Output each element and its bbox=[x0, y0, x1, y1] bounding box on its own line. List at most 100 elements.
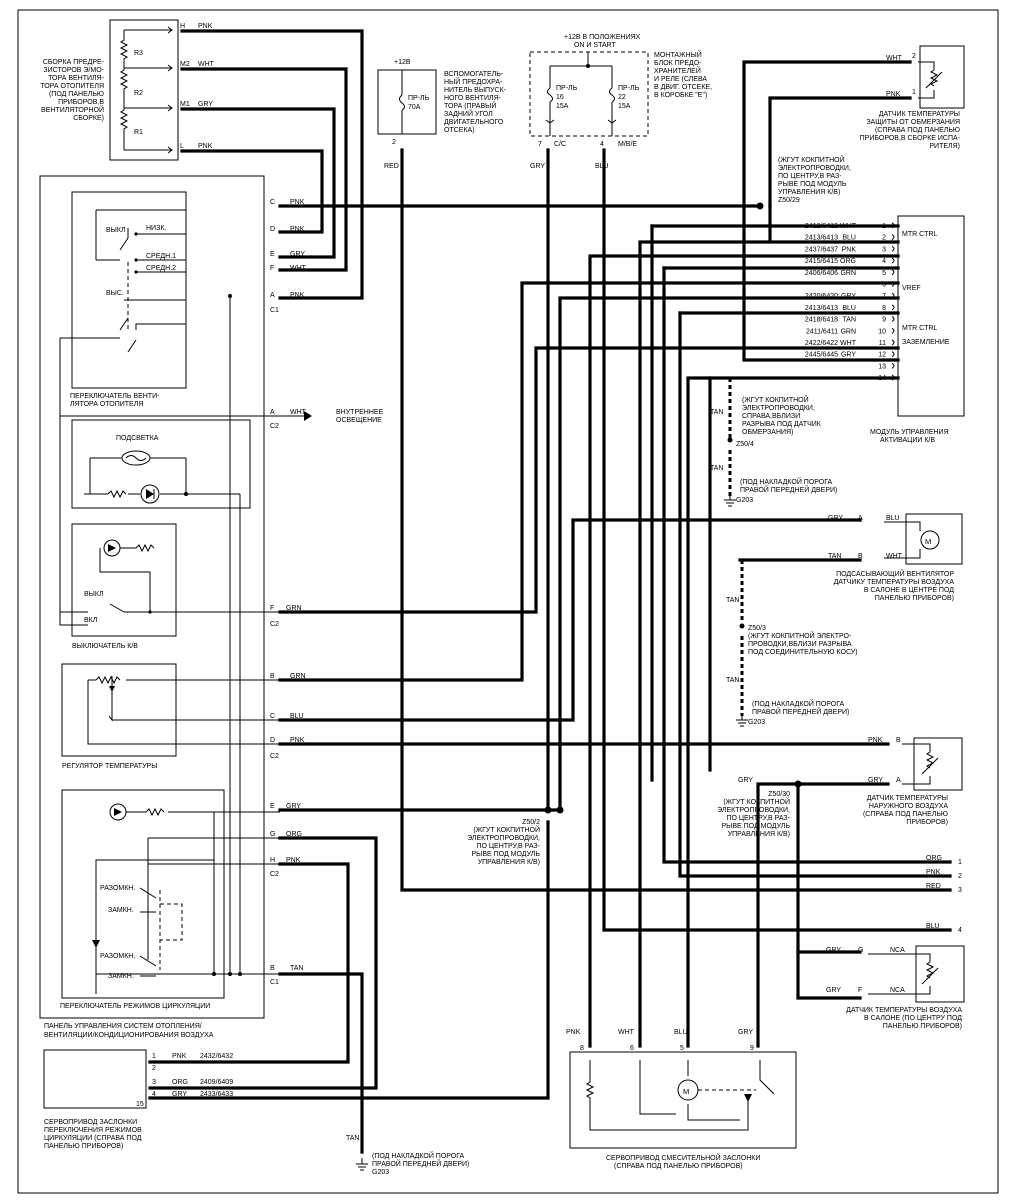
svg-text:MTR CTRL: MTR CTRL bbox=[902, 325, 937, 332]
svg-text:ОСВЕЩЕНИЕ: ОСВЕЩЕНИЕ bbox=[336, 417, 382, 424]
svg-text:C1: C1 bbox=[270, 979, 279, 986]
svg-text:BLU: BLU bbox=[926, 923, 940, 930]
splice-z50-2-label: Z50/2 (ЖГУТ КОКПИТНОЙ ЭЛЕКТРОПРОВОДКИ, П… bbox=[467, 819, 541, 866]
svg-text:СЕРВОПРИВОД СМЕСИТЕЛЬНОЙ ЗАСЛО: СЕРВОПРИВОД СМЕСИТЕЛЬНОЙ ЗАСЛОНКИ bbox=[606, 1153, 760, 1162]
ac-module-row-7-pin-mark bbox=[891, 292, 895, 299]
ac-module-row-5-pin: 5 bbox=[882, 270, 886, 277]
svg-text:GRY: GRY bbox=[826, 947, 841, 954]
ac-module-row-7-wire: GRY bbox=[841, 293, 856, 300]
svg-text:РАЗРЫВА ПОД ДАТЧИК: РАЗРЫВА ПОД ДАТЧИК bbox=[742, 421, 822, 428]
svg-text:ЗАМКН.: ЗАМКН. bbox=[108, 907, 134, 914]
svg-text:PNK: PNK bbox=[886, 91, 901, 98]
svg-text:НИТЕЛЬ ВЫПУСК-: НИТЕЛЬ ВЫПУСК- bbox=[444, 87, 507, 94]
svg-text:B: B bbox=[896, 737, 901, 744]
svg-text:GRY: GRY bbox=[172, 1091, 187, 1098]
svg-text:GRY: GRY bbox=[828, 515, 843, 522]
svg-text:ЗАДНИЙ УГОЛ: ЗАДНИЙ УГОЛ bbox=[444, 109, 493, 118]
fuse-block-title: МОНТАЖНЫЙ БЛОК ПРЕДО- ХРАНИТЕЛЕЙ И РЕЛЕ … bbox=[654, 50, 712, 99]
svg-text:ПО ЦЕНТРУ,В РАЗ-: ПО ЦЕНТРУ,В РАЗ- bbox=[476, 843, 540, 850]
svg-text:D: D bbox=[270, 226, 275, 233]
relay-title: ВСПОМОГАТЕЛЬ- НЫЙ ПРЕДОХРА- НИТЕЛЬ ВЫПУС… bbox=[444, 71, 507, 134]
svg-text:G203: G203 bbox=[748, 719, 765, 726]
svg-text:BLU: BLU bbox=[674, 1029, 688, 1036]
ac-module-row-9-wire: TAN bbox=[843, 317, 856, 324]
ac-switch: ВЫКЛ ВКЛ ВЫКЛЮЧАТЕЛЬ К/В F GRN C2 bbox=[59, 338, 302, 650]
svg-text:ВЫС.: ВЫС. bbox=[106, 290, 124, 297]
svg-text:РЕГУЛЯТОР ТЕМПЕРАТУРЫ: РЕГУЛЯТОР ТЕМПЕРАТУРЫ bbox=[62, 763, 157, 770]
svg-text:NCA: NCA bbox=[890, 987, 905, 994]
ac-module-row-1-circuit: 2412/6412 bbox=[805, 223, 838, 230]
svg-text:ХРАНИТЕЛЕЙ: ХРАНИТЕЛЕЙ bbox=[654, 66, 701, 75]
ac-module-row-3-pin-mark bbox=[891, 245, 895, 252]
svg-text:ТОРА ОТОПИТЕЛЯ: ТОРА ОТОПИТЕЛЯ bbox=[40, 83, 104, 90]
outside-air-temp-sensor: PNK GRY B A ДАТЧИК ТЕМПЕРАТУРЫ НАРУЖНОГО… bbox=[863, 737, 963, 826]
svg-text:ВЕНТИЛЯТОРНОЙ: ВЕНТИЛЯТОРНОЙ bbox=[41, 105, 104, 114]
svg-text:GRY: GRY bbox=[868, 777, 883, 784]
svg-text:ЭЛЕКТРОПРОВОДКИ,: ЭЛЕКТРОПРОВОДКИ, bbox=[717, 807, 790, 814]
svg-text:(ПОД НАКЛАДКОЙ ПОРОГА: (ПОД НАКЛАДКОЙ ПОРОГА bbox=[752, 699, 845, 708]
svg-text:2432/6432: 2432/6432 bbox=[200, 1053, 233, 1060]
svg-text:GRY: GRY bbox=[826, 987, 841, 994]
ac-module-row-5-wire: GRN bbox=[840, 270, 856, 277]
resistor-wire-h: PNK bbox=[198, 23, 213, 30]
svg-text:NCA: NCA bbox=[890, 947, 905, 954]
svg-text:УПРАВЛЕНИЯ К/В): УПРАВЛЕНИЯ К/В) bbox=[778, 189, 840, 196]
resistor-wire-m2: WHT bbox=[198, 61, 215, 68]
svg-text:АКТИВАЦИИ К/В: АКТИВАЦИИ К/В bbox=[880, 437, 935, 444]
svg-text:VREF: VREF bbox=[902, 285, 921, 292]
svg-text:ВЕНТИЛЯЦИИ/КОНДИЦИОНИРОВАНИЯ В: ВЕНТИЛЯЦИИ/КОНДИЦИОНИРОВАНИЯ ВОЗДУХА bbox=[44, 1032, 214, 1039]
svg-text:ПАНЕЛЬЮ ПРИБОРОВ): ПАНЕЛЬЮ ПРИБОРОВ) bbox=[44, 1143, 123, 1150]
svg-text:ПЕРЕКЛЮЧАТЕЛЬ РЕЖИМОВ ЦИРКУЛЯЦ: ПЕРЕКЛЮЧАТЕЛЬ РЕЖИМОВ ЦИРКУЛЯЦИИ bbox=[60, 1003, 210, 1010]
ac-module-row-4-wire: ORG bbox=[840, 258, 856, 265]
evaporator-temp-sensor: WHT PNK 2 1 ДАТЧИК ТЕМПЕРАТУРЫ ЗАЩИТЫ ОТ… bbox=[860, 45, 965, 150]
ac-control-module: MTR CTRL VREF MTR CTRL ЗАЗЕМЛЕНИЕ МОДУЛЬ… bbox=[805, 215, 965, 444]
svg-text:2409/6409: 2409/6409 bbox=[200, 1079, 233, 1086]
svg-text:PNK: PNK bbox=[926, 869, 941, 876]
svg-text:C: C bbox=[270, 199, 275, 206]
svg-text:ТОРА ВЕНТИЛЯ-: ТОРА ВЕНТИЛЯ- bbox=[48, 75, 105, 82]
svg-text:A: A bbox=[858, 515, 863, 522]
ac-module-row-2-circuit: 2413/6413 bbox=[805, 235, 838, 242]
splice-dot-z50-2b bbox=[556, 806, 564, 814]
svg-text:ПО ЦЕНТРУ,В РАЗ-: ПО ЦЕНТРУ,В РАЗ- bbox=[726, 815, 790, 822]
svg-text:PNK: PNK bbox=[286, 857, 301, 864]
splice-z50-29-label: (ЖГУТ КОКПИТНОЙ ЭЛЕКТРОПРОВОДКИ, ПО ЦЕНТ… bbox=[778, 155, 851, 204]
ground-g203-main: TAN (ПОД НАКЛАДКОЙ ПОРОГА ПРАВОЙ ПЕРЕДНЕ… bbox=[346, 1135, 469, 1176]
ac-module-row-9-circuit: 2418/6418 bbox=[805, 317, 838, 324]
relay-pin: 2 bbox=[392, 139, 396, 146]
hvac-control-panel: ПАНЕЛЬ УПРАВЛЕНИЯ СИСТЕМ ОТОПЛЕНИЯ/ ВЕНТ… bbox=[39, 175, 384, 1039]
svg-text:ВЫКЛЮЧАТЕЛЬ К/В: ВЫКЛЮЧАТЕЛЬ К/В bbox=[72, 643, 138, 650]
svg-text:5: 5 bbox=[680, 1045, 684, 1052]
svg-text:СРЕДН.1: СРЕДН.1 bbox=[146, 253, 176, 260]
svg-text:БЛОК ПРЕДО-: БЛОК ПРЕДО- bbox=[654, 60, 702, 67]
blower-switch: ВЫКЛ НИЗК. СРЕДН.1 СРЕДН.2 ВЫС. ПЕРЕКЛЮЧ… bbox=[60, 191, 187, 408]
svg-text:ПР-ЛЬ: ПР-ЛЬ bbox=[556, 85, 578, 92]
svg-text:TAN: TAN bbox=[290, 965, 303, 972]
svg-text:C2: C2 bbox=[270, 871, 279, 878]
svg-text:ПОДСВЕТКА: ПОДСВЕТКА bbox=[116, 435, 159, 442]
ac-module-row-10-pin: 10 bbox=[878, 328, 886, 335]
svg-text:G: G bbox=[858, 947, 863, 954]
svg-text:(СПРАВА ПОД ПАНЕЛЬЮ: (СПРАВА ПОД ПАНЕЛЬЮ bbox=[863, 811, 948, 818]
svg-text:TAN: TAN bbox=[726, 677, 739, 684]
ac-module-row-5-circuit: 2406/6406 bbox=[805, 270, 838, 277]
svg-text:15: 15 bbox=[136, 1101, 144, 1108]
ac-module-row-9-pin-mark bbox=[891, 316, 895, 322]
relay-fuse-label: ПР-ЛЬ bbox=[408, 95, 430, 102]
svg-text:ПОД СОЕДИНИТЕЛЬНУЮ КОСУ): ПОД СОЕДИНИТЕЛЬНУЮ КОСУ) bbox=[748, 649, 858, 656]
svg-text:2: 2 bbox=[958, 873, 962, 880]
svg-text:В САЛОНЕ (ПО ЦЕНТРУ ПОД: В САЛОНЕ (ПО ЦЕНТРУ ПОД bbox=[864, 1015, 962, 1022]
svg-text:TAN: TAN bbox=[710, 409, 723, 416]
ac-module-row-13-pin-mark bbox=[891, 362, 895, 369]
svg-text:СБОРКЕ): СБОРКЕ) bbox=[73, 115, 104, 122]
svg-text:СЕРВОПРИВОД ЗАСЛОНКИ: СЕРВОПРИВОД ЗАСЛОНКИ bbox=[44, 1119, 137, 1126]
harness-wires bbox=[148, 29, 952, 1154]
svg-text:НИЗК.: НИЗК. bbox=[146, 225, 166, 232]
ac-module-row-11-wire: WHT bbox=[840, 340, 857, 347]
recirculation-switch: РАЗОМКН. ЗАМКН. РАЗОМКН. ЗАМКН. ПЕРЕКЛЮЧ… bbox=[60, 294, 303, 1010]
resistor-r2: R2 bbox=[134, 90, 143, 97]
ac-module-row-12-circuit: 2445/6445 bbox=[805, 352, 838, 359]
svg-text:G203: G203 bbox=[736, 497, 753, 504]
ac-module-row-1-wire: WHT bbox=[840, 223, 857, 230]
